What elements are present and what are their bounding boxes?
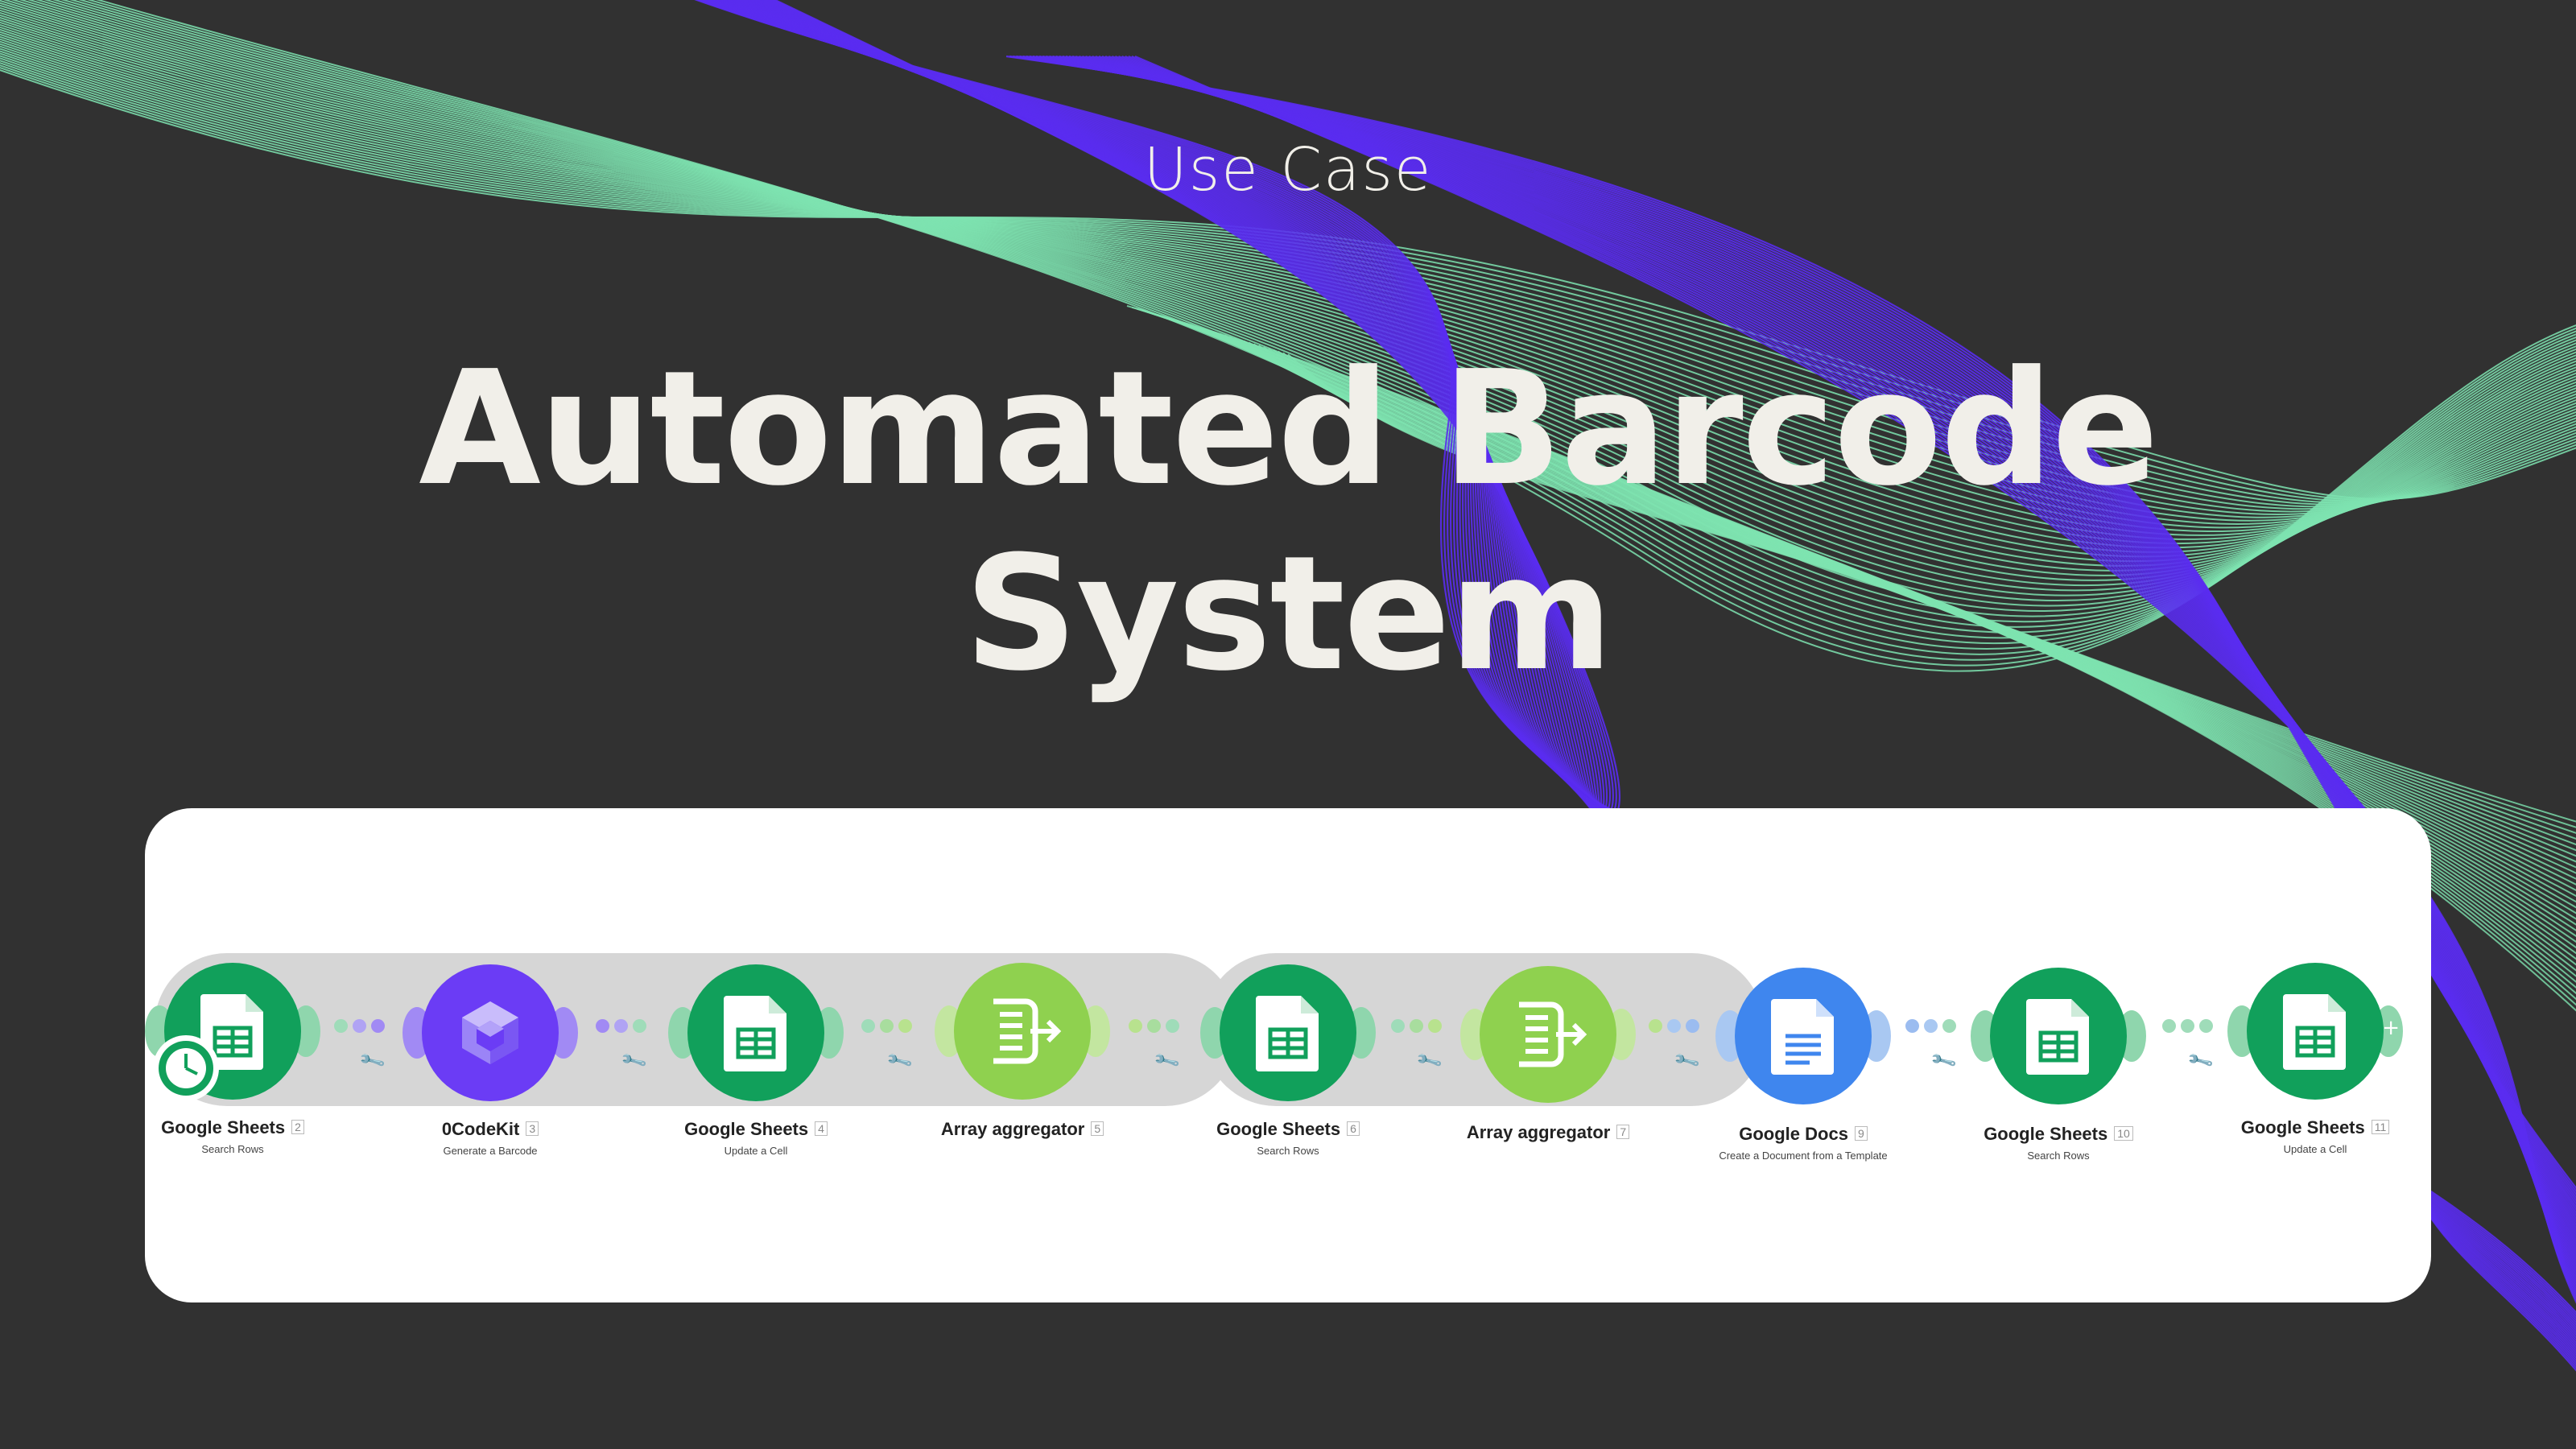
- add-module-icon[interactable]: +: [2382, 1016, 2400, 1040]
- module-google-sheets-11[interactable]: +: [2227, 963, 2403, 1100]
- google-sheets-icon: [164, 963, 301, 1100]
- title-line-1: Automated Barcode: [419, 337, 2159, 521]
- module-number: 11: [2371, 1120, 2390, 1134]
- module-number: 2: [291, 1120, 304, 1134]
- google-sheets-icon: [687, 964, 824, 1101]
- module-name: Google Sheets: [1216, 1119, 1341, 1139]
- array-aggregator-icon: [954, 963, 1091, 1100]
- module-label: Google Sheets 11 Update a Cell: [2170, 1117, 2460, 1155]
- module-action: Create a Document from a Template: [1719, 1150, 1888, 1162]
- eyebrow-use-case: Use Case: [1143, 135, 1433, 204]
- module-action: Search Rows: [1257, 1145, 1319, 1157]
- page-title: Automated Barcode System: [0, 336, 2576, 707]
- google-sheets-icon: [1220, 964, 1356, 1101]
- module-label: Google Sheets 2 Search Rows: [88, 1117, 378, 1155]
- module-number: 3: [526, 1121, 539, 1136]
- module-array-aggregator-5[interactable]: [935, 963, 1110, 1100]
- module-number: 5: [1091, 1121, 1104, 1136]
- module-label: Google Sheets 6 Search Rows: [1143, 1119, 1433, 1157]
- module-name: Google Docs: [1739, 1124, 1848, 1144]
- module-name: Array aggregator: [1466, 1122, 1611, 1142]
- module-array-aggregator-7[interactable]: [1460, 966, 1636, 1103]
- module-name: Google Sheets: [684, 1119, 809, 1139]
- module-name: 0CodeKit: [441, 1119, 520, 1139]
- module-number: 7: [1616, 1125, 1630, 1139]
- google-docs-icon: [1735, 968, 1872, 1104]
- ocodekit-icon: [422, 964, 559, 1101]
- module-0codekit-3[interactable]: [402, 964, 578, 1101]
- module-google-sheets-4[interactable]: [668, 964, 844, 1101]
- module-action: Search Rows: [201, 1143, 264, 1155]
- module-name: Google Sheets: [1984, 1124, 2108, 1144]
- module-google-docs-9[interactable]: [1715, 968, 1891, 1104]
- module-number: 4: [815, 1121, 828, 1136]
- module-label: Google Sheets 4 Update a Cell: [611, 1119, 901, 1157]
- module-action: Generate a Barcode: [443, 1145, 538, 1157]
- module-google-sheets-10[interactable]: [1971, 968, 2146, 1104]
- module-number: 9: [1854, 1126, 1868, 1141]
- google-sheets-icon: [1990, 968, 2127, 1104]
- module-number: 6: [1347, 1121, 1360, 1136]
- module-label: 0CodeKit 3 Generate a Barcode: [345, 1119, 635, 1157]
- module-google-sheets-6[interactable]: [1200, 964, 1376, 1101]
- module-number: 10: [2114, 1126, 2133, 1141]
- module-action: Update a Cell: [724, 1145, 788, 1157]
- module-label: Google Sheets 10 Search Rows: [1913, 1124, 2203, 1162]
- module-label: Array aggregator 7: [1403, 1122, 1693, 1148]
- title-line-2: System: [964, 522, 1613, 706]
- module-label: Google Docs 9 Create a Document from a Te…: [1658, 1124, 1948, 1162]
- module-action: Update a Cell: [2283, 1143, 2347, 1155]
- module-action: Search Rows: [2027, 1150, 2090, 1162]
- array-aggregator-icon: [1480, 966, 1616, 1103]
- wrench-icon[interactable]: 🔧: [1929, 1046, 1959, 1076]
- schedule-clock-icon[interactable]: [153, 1035, 219, 1101]
- module-name: Array aggregator: [940, 1119, 1085, 1139]
- module-name: Google Sheets: [2240, 1117, 2365, 1137]
- google-sheets-icon: [2247, 963, 2384, 1100]
- module-name: Google Sheets: [161, 1117, 286, 1137]
- wrench-icon[interactable]: 🔧: [2186, 1046, 2215, 1076]
- module-label: Array aggregator 5: [877, 1119, 1167, 1145]
